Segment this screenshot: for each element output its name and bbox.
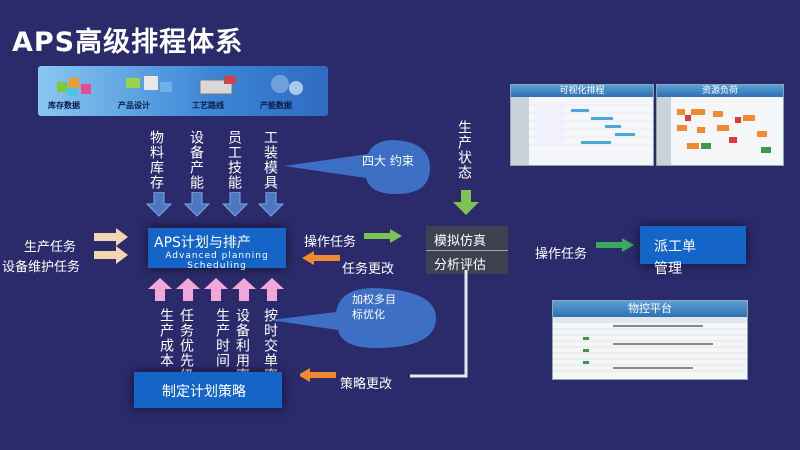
inventory-cubes-icon [57,78,91,96]
down-arrow-icon [183,192,211,217]
right-arrow-icon [94,228,128,246]
up-arrow-icon [260,278,284,301]
maintenance-task-label: 设备维护任务 [2,260,81,275]
process-route-icon [199,76,236,95]
operation-task-right-label: 操作任务 [535,247,588,262]
task-change-arrow-icon [302,251,340,265]
up-arrow-icon [204,278,228,301]
process-route-item: 工艺路线 [188,72,250,112]
control-platform-title: 物控平台 [553,301,747,317]
input-arrows [94,228,128,264]
operation-task-arrow-icon [364,229,402,243]
objective-production-time: 生产时间 [214,308,230,368]
product-design-item: 产品设计 [116,72,184,112]
capacity-data-item: 产能数据 [256,72,322,112]
objective-production-cost: 生产成本 [158,308,174,368]
objective-task-priority: 任务优先级 [178,308,194,383]
aps-box-title: APS计划与排产 [154,235,251,251]
resource-load-title: 资源负荷 [657,85,783,97]
dispatch-label: 派工单 管理 [654,239,696,277]
capacity-gears-icon [271,75,303,95]
strategy-box: 制定计划策略 [134,372,282,408]
production-status-label: 生产状态 [456,120,472,180]
resource-load-thumbnail [657,97,771,165]
status-down-arrow-icon [453,190,479,215]
constraint-material-stock: 物料库存 [148,130,164,190]
visual-schedule-title: 可视化排程 [511,85,653,97]
page-title: APS高级排程体系 [12,27,244,58]
aps-planning-box: APS计划与排产 Advanced planning Scheduling [148,228,286,271]
analysis-label: 分析评估 [434,258,487,273]
dispatch-box: 派工单 管理 [640,226,746,277]
objective-on-time-delivery: 按时交单率 [262,308,278,383]
objective-equipment-utilization: 设备利用率 [234,308,250,383]
up-arrow-icon [176,278,200,301]
inventory-data-item: 库存数据 [48,72,108,112]
feedback-connector [300,270,468,382]
optimization-callout-shape [270,288,436,348]
right-arrow-icon [94,246,128,264]
product-design-icon [126,76,172,92]
down-arrow-icon [146,192,173,217]
simulation-divider [426,250,508,251]
constraint-down-arrows [146,192,285,217]
process-route-label: 工艺路线 [192,101,224,110]
inventory-data-label: 库存数据 [48,101,80,110]
strategy-change-label: 策略更改 [340,377,393,392]
constraint-tooling: 工装模具 [262,130,278,190]
gantt-thumbnail [511,97,653,165]
control-platform-screen: 物控平台 [552,300,748,380]
optimization-callout-text: 加权多目标优化 [352,293,396,321]
down-arrow-icon [257,192,285,217]
strategy-change-arrow-icon [300,368,336,382]
up-arrow-icon [148,278,172,301]
up-arrow-icon [232,278,256,301]
simulation-box: 模拟仿真 分析评估 [426,226,508,274]
down-arrow-icon [221,192,249,217]
task-change-label: 任务更改 [342,262,395,277]
product-design-label: 产品设计 [118,101,150,110]
operation-task-label: 操作任务 [304,235,357,250]
objective-up-arrows [148,278,284,301]
visual-schedule-screen: 可视化排程 [510,84,654,166]
dispatch-arrow-icon [596,238,634,252]
production-task-label: 生产任务 [24,240,77,255]
constraint-callout-text: 四大 约束 [362,154,414,168]
simulation-label: 模拟仿真 [434,234,487,249]
capacity-data-label: 产能数据 [260,101,292,110]
strategy-label: 制定计划策略 [162,384,246,400]
resource-load-screen: 资源负荷 [656,84,784,166]
constraint-staff-skill: 员工技能 [226,130,242,190]
constraint-callout-shape [284,140,430,194]
aps-box-subtitle: Advanced planning Scheduling [165,251,269,271]
control-table-thumbnail [553,317,747,372]
data-banner: 库存数据 产品设计 工艺路线 产能数据 [38,66,328,116]
constraint-equipment-capacity: 设备产能 [188,130,204,190]
